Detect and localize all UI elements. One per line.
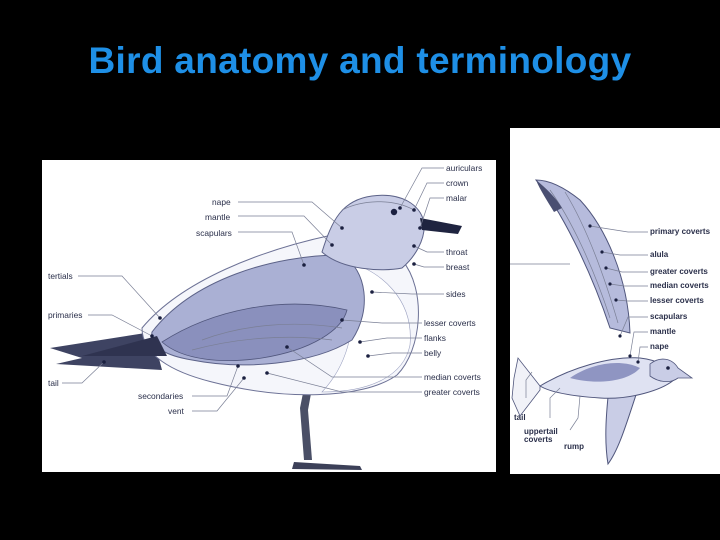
label-tail: tail [48, 378, 59, 388]
label-alula: alula [650, 250, 669, 259]
label-lesser-coverts: lesser coverts [424, 318, 476, 328]
label-primary-coverts: primary coverts [650, 227, 711, 236]
standing-gull-diagram: auriculars crown malar nape mantle scapu… [42, 160, 496, 472]
label-nape: nape [212, 197, 231, 207]
label-breast: breast [446, 262, 470, 272]
label-auriculars: auriculars [446, 163, 482, 173]
label-mantle-flying: mantle [650, 327, 676, 336]
label-median-coverts: median coverts [424, 372, 481, 382]
gull-bill [420, 218, 462, 234]
gull-legs [292, 388, 362, 470]
label-nape-flying: nape [650, 342, 669, 351]
label-median-coverts-flying: median coverts [650, 281, 709, 290]
label-greater-coverts-flying: greater coverts [650, 267, 708, 276]
label-rump: rump [564, 442, 584, 451]
label-crown: crown [446, 178, 469, 188]
label-scapulars-flying: scapulars [650, 312, 688, 321]
label-tertials: tertials [48, 271, 73, 281]
label-throat: throat [446, 247, 468, 257]
label-lesser-coverts-flying: lesser coverts [650, 296, 704, 305]
label-malar: malar [446, 193, 467, 203]
flying-head [650, 359, 692, 382]
label-belly: belly [424, 348, 442, 358]
label-sides: sides [446, 289, 466, 299]
slide-title: Bird anatomy and terminology [0, 40, 720, 82]
label-scapulars: scapulars [196, 228, 232, 238]
label-secondaries: secondaries [138, 391, 183, 401]
label-tail-flying: tail [514, 413, 526, 422]
flying-gull-diagram: primary coverts alula greater coverts me… [510, 128, 720, 474]
gull-head [322, 195, 424, 269]
label-greater-coverts: greater coverts [424, 387, 480, 397]
flying-gull-svg: primary coverts alula greater coverts me… [510, 128, 720, 474]
standing-gull-svg: auriculars crown malar nape mantle scapu… [42, 160, 496, 472]
label-flanks: flanks [424, 333, 446, 343]
label-mantle: mantle [205, 212, 230, 222]
label-primaries: primaries [48, 310, 82, 320]
label-vent: vent [168, 406, 185, 416]
